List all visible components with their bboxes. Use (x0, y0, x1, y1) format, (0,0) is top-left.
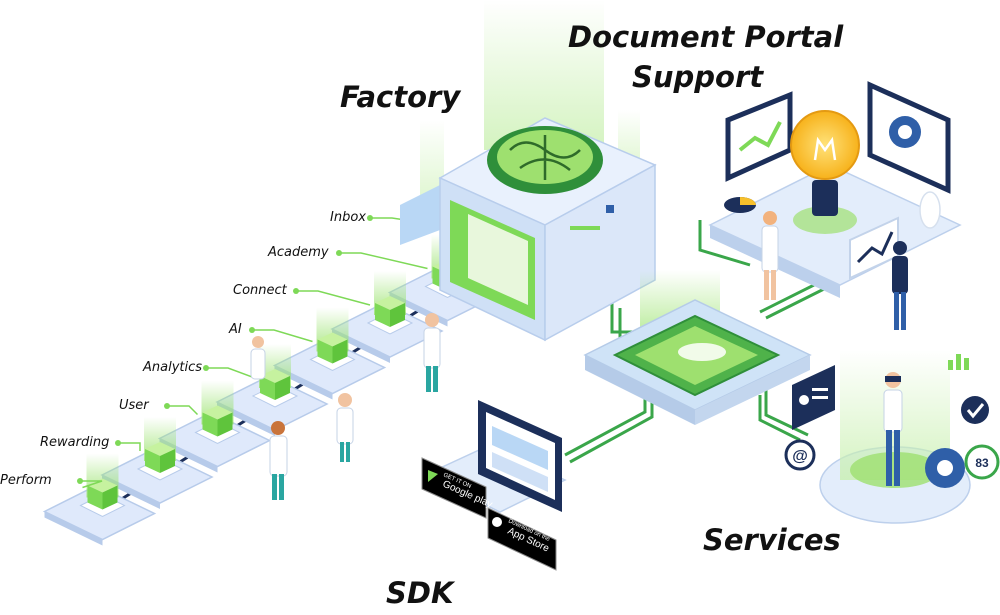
support-title: Support (632, 60, 764, 94)
document-portal-workspace (708, 81, 962, 298)
step-cube-right (160, 449, 175, 473)
person-scientist-1 (423, 313, 441, 392)
step-label-analytics: Analytics (143, 360, 203, 375)
app-store-badge: Download on the App Store (487, 507, 557, 571)
step-leader-dot (367, 215, 373, 221)
email-icon: @ (784, 439, 816, 471)
factory-building (400, 0, 657, 342)
lightbulb-icon (790, 110, 860, 234)
score-value: 83 (975, 456, 989, 470)
factory-left-pad (400, 185, 440, 245)
person-analyst (892, 241, 908, 330)
gear-icon (925, 448, 965, 488)
score-badge-icon: 83 (964, 444, 1000, 480)
step-label-user: User (119, 398, 149, 413)
step-label-perform: Perform (0, 473, 52, 488)
step-label-academy: Academy (268, 245, 329, 260)
sdk-title: SDK (386, 576, 454, 610)
step-leader-line (206, 367, 256, 379)
step-leader-line (339, 252, 428, 270)
checkmark-icon (961, 396, 989, 424)
sdk-stack: GET IT ON Google play Download on the Ap… (421, 400, 567, 571)
step-cube-left (375, 303, 390, 327)
step-cube-left (87, 485, 103, 510)
step-leader-line (118, 442, 141, 451)
central-hub-platform (583, 270, 812, 425)
person-vr-user (883, 372, 903, 486)
person-scientist-5 (761, 211, 779, 300)
step-cube-left (202, 412, 218, 437)
bar-chart-icon (948, 354, 969, 370)
services-title: Services (703, 523, 841, 557)
step-label-inbox: Inbox (330, 210, 366, 225)
step-cube-left (317, 339, 333, 364)
step-leader-line (252, 329, 313, 343)
step-label-rewarding: Rewarding (40, 435, 110, 450)
step-cube-right (332, 339, 348, 364)
email-symbol: @ (792, 448, 808, 465)
document-portal-title: Document Portal (568, 20, 844, 54)
pipeline-step-perform (42, 453, 157, 546)
step-leader-dot (336, 250, 342, 256)
step-label-connect: Connect (233, 283, 287, 298)
step-leader-line (167, 405, 199, 416)
step-leader-dot (249, 327, 255, 333)
step-leader-line (80, 480, 103, 489)
person-scientist-3 (336, 393, 354, 462)
step-cube-left (260, 376, 275, 400)
step-cube-right (102, 485, 118, 510)
hub-logo (678, 343, 726, 361)
person-scientist-2 (250, 336, 266, 380)
pipeline-step-rewarding (100, 417, 214, 509)
step-cube-left (145, 449, 160, 473)
person-scientist-4 (269, 421, 288, 500)
step-leader-dot (77, 478, 83, 484)
pipeline-step-connect (330, 271, 444, 363)
monitor-gear-icon (867, 81, 951, 194)
pipeline-step-analytics (215, 344, 329, 436)
step-cube-right (217, 412, 233, 437)
pipeline-step-ai (272, 307, 387, 400)
step-leader-dot (203, 365, 209, 371)
factory-title: Factory (340, 80, 461, 114)
step-leader-dot (115, 440, 121, 446)
step-label-ai: AI (229, 322, 242, 337)
monitor-chart-icon (725, 91, 793, 182)
pie-chart-icon (724, 197, 756, 213)
profile-card-icon (792, 365, 835, 430)
people-figures (250, 211, 908, 500)
step-cube-right (390, 303, 405, 327)
step-leader-dot (164, 403, 170, 409)
tablet-mockup (478, 400, 562, 512)
step-leader-line (296, 290, 371, 306)
step-leader-dot (293, 288, 299, 294)
step-platform-edge (44, 511, 103, 546)
step-cube-right (275, 376, 290, 400)
